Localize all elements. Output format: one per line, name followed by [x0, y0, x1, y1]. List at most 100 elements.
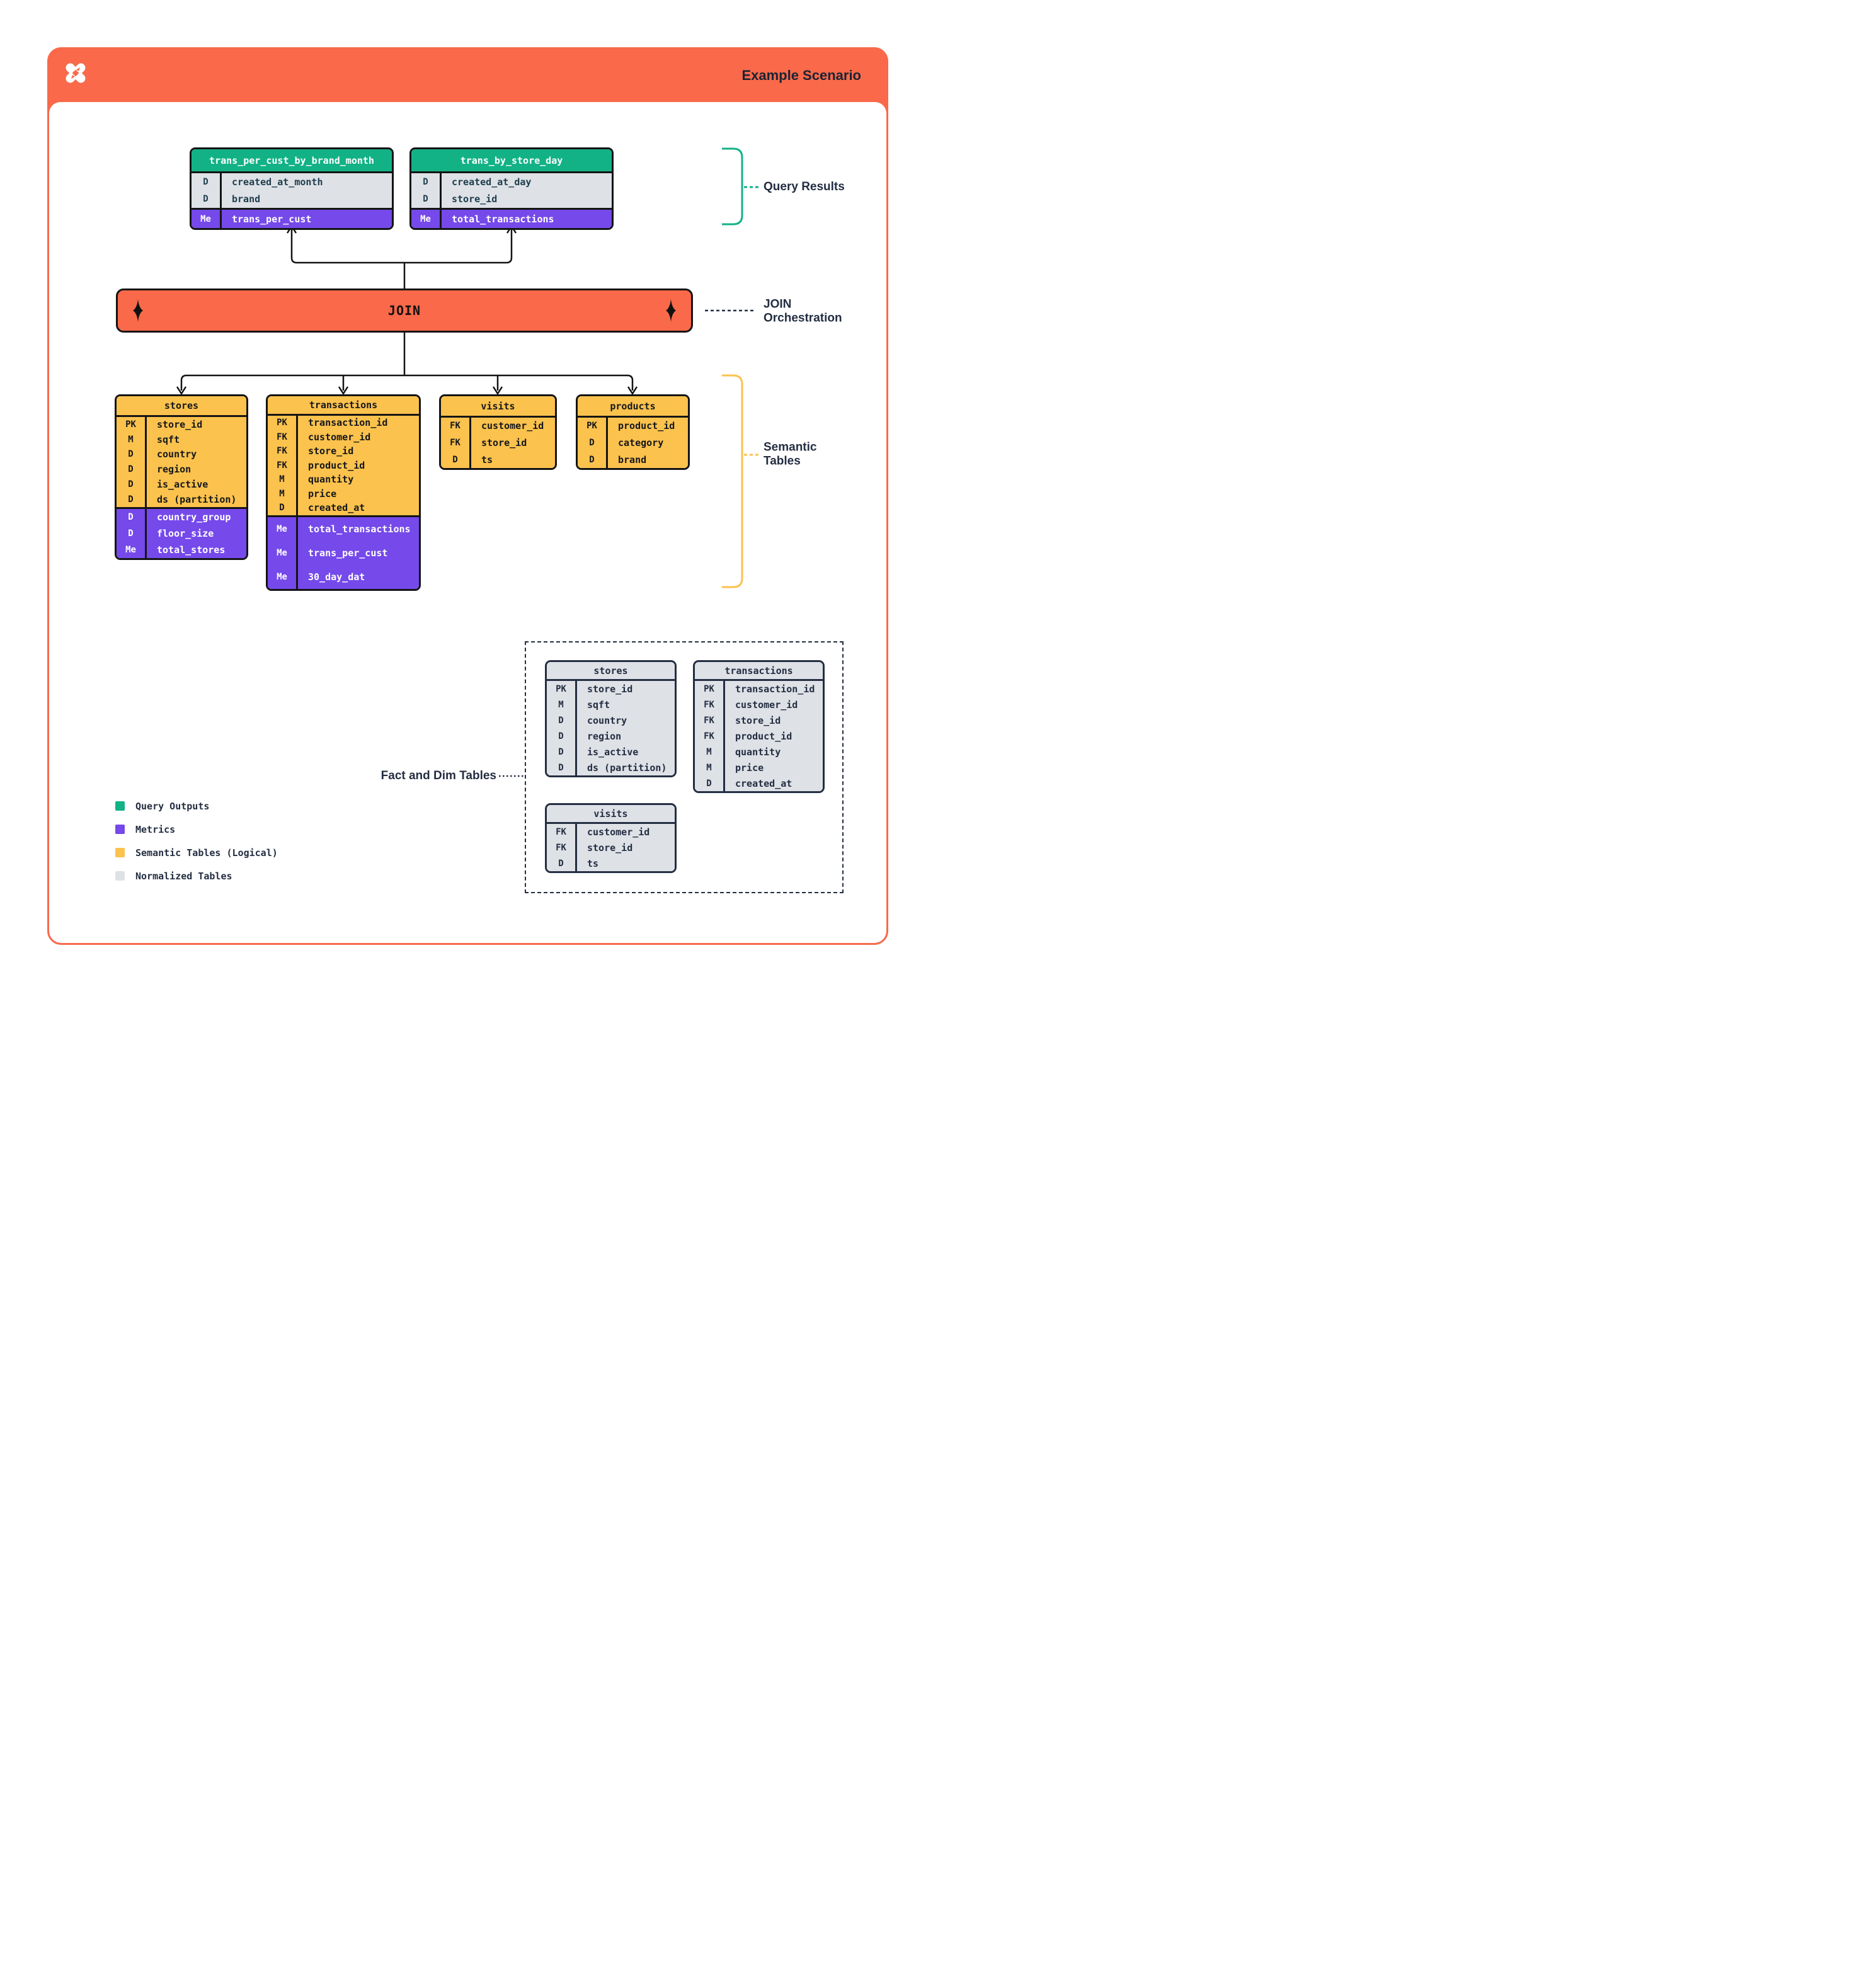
- field-key-badge: FK: [441, 418, 471, 435]
- field-key-badge: D: [117, 462, 147, 477]
- semantic-tables-label: Semantic Tables: [764, 441, 816, 469]
- field-key-badge: M: [268, 486, 298, 501]
- join-orchestration-line2: Orchestration: [764, 312, 842, 325]
- field-name: brand: [618, 454, 647, 466]
- table-title: visits: [441, 396, 555, 418]
- join-orchestration-line1: JOIN: [764, 297, 792, 311]
- field-name: store_id: [481, 437, 527, 449]
- field-key-badge: FK: [695, 728, 725, 744]
- field-name: brand: [232, 193, 261, 205]
- legend-item-normalized-tables: Normalized Tables: [115, 864, 278, 888]
- field-key-badge: D: [117, 491, 147, 507]
- card-header: Example Scenario: [49, 49, 886, 102]
- field-key-badge: M: [547, 697, 577, 712]
- field-name: product_id: [735, 730, 792, 742]
- field-key-badge: PK: [695, 681, 725, 697]
- normalized-tables-swatch: [115, 871, 125, 881]
- field-name: created_at_month: [232, 176, 323, 188]
- field-name: country: [587, 714, 627, 726]
- field-key-badge: Me: [268, 564, 298, 590]
- field-row: FK customer_id: [547, 824, 675, 840]
- field-name: product_id: [308, 459, 365, 471]
- legend-label: Metrics: [135, 823, 176, 835]
- field-name: ts: [587, 857, 599, 869]
- field-name: total_transactions: [308, 523, 411, 535]
- legend-item-metrics: Metrics: [115, 818, 278, 841]
- field-name: created_at: [735, 777, 792, 789]
- field-name: price: [308, 488, 337, 500]
- field-key-badge: M: [695, 744, 725, 760]
- field-name: floor_size: [157, 527, 214, 539]
- field-name: created_at: [308, 502, 365, 514]
- field-name: ts: [481, 454, 493, 466]
- field-name: quantity: [308, 474, 354, 486]
- field-name: store_id: [157, 418, 203, 430]
- field-name: transaction_id: [308, 417, 388, 429]
- table-title: visits: [547, 805, 675, 824]
- field-key-badge: FK: [695, 712, 725, 728]
- semantic-tables-swatch: [115, 848, 125, 857]
- field-key-badge: PK: [547, 681, 577, 697]
- field-key-badge: PK: [117, 417, 147, 432]
- field-name: region: [587, 730, 622, 742]
- field-key-badge: D: [547, 728, 577, 744]
- join-bar: JOIN: [116, 288, 693, 333]
- field-key-badge: D: [192, 173, 222, 191]
- join-orchestration-label: JOIN Orchestration: [764, 298, 842, 326]
- field-name: is_active: [157, 479, 209, 491]
- field-key-badge: D: [117, 477, 147, 492]
- field-key-badge: Me: [117, 541, 147, 558]
- table-title: trans_per_cust_by_brand_month: [192, 149, 392, 173]
- field-row: PK store_id: [117, 417, 246, 432]
- field-row: FK store_id: [695, 712, 823, 728]
- field-key-badge: FK: [547, 824, 577, 840]
- field-name: customer_id: [587, 826, 650, 838]
- normalized-tables-group-box: [525, 641, 844, 893]
- field-name: category: [618, 437, 664, 449]
- field-key-badge: D: [547, 760, 577, 775]
- field-key-badge: D: [695, 775, 725, 791]
- table-title: products: [578, 396, 688, 418]
- field-name: trans_per_cust: [308, 547, 388, 559]
- field-key-badge: FK: [268, 430, 298, 444]
- field-name: customer_id: [735, 699, 798, 711]
- field-name: store_id: [735, 714, 781, 726]
- legend-label: Normalized Tables: [135, 870, 232, 882]
- field-key-badge: FK: [268, 444, 298, 459]
